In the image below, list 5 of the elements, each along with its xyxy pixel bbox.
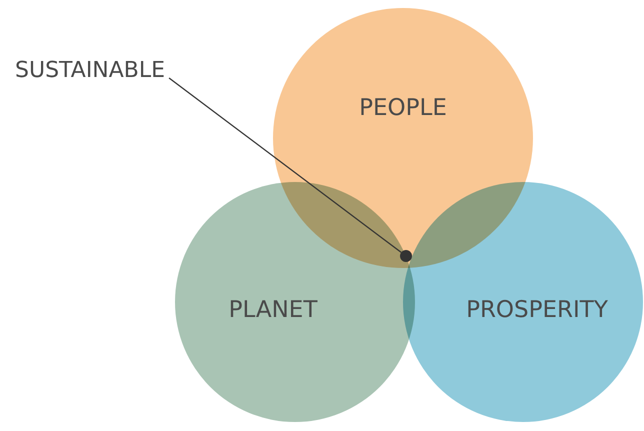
callout-label: SUSTAINABLE [15, 58, 166, 83]
leader-line [168, 78, 402, 253]
circle-label: PROSPERITY [466, 297, 608, 323]
circle-label: PEOPLE [359, 95, 447, 121]
circle-label: PLANET [228, 297, 318, 323]
